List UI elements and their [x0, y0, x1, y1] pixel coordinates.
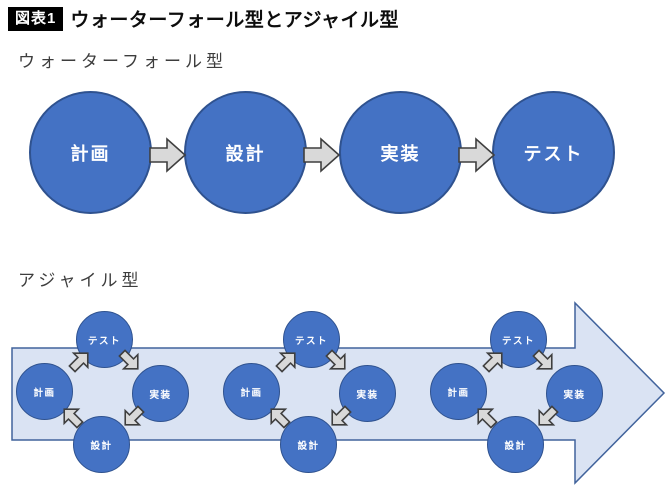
arrow-down-left-icon: [124, 405, 145, 426]
cycle-step-design: 設計: [73, 416, 130, 473]
arrow-right-icon: [303, 137, 341, 173]
waterfall-step-design: 設計: [184, 91, 307, 214]
arrow-up-left-icon: [63, 408, 84, 429]
agile-cycle-1: テスト 計画 実装 設計: [13, 300, 193, 480]
arrow-right-icon: [458, 137, 496, 173]
waterfall-step-test: テスト: [492, 91, 615, 214]
arrow-up-right-icon: [482, 352, 503, 373]
arrow-down-left-icon: [538, 405, 559, 426]
cycle-step-design: 設計: [280, 416, 337, 473]
arrow-up-left-icon: [477, 408, 498, 429]
agile-cycle-3: テスト 計画 実装 設計: [427, 300, 607, 480]
figure-header: 図表1 ウォーターフォール型とアジャイル型: [8, 5, 399, 32]
figure-number-badge: 図表1: [8, 6, 64, 31]
arrow-up-right-icon: [68, 352, 89, 373]
arrow-up-right-icon: [275, 352, 296, 373]
arrow-down-right-icon: [325, 349, 346, 370]
agile-cycle-2: テスト 計画 実装 設計: [220, 300, 400, 480]
waterfall-step-implement: 実装: [339, 91, 462, 214]
arrow-down-right-icon: [118, 349, 139, 370]
figure-title: ウォーターフォール型とアジャイル型: [70, 10, 399, 31]
cycle-step-design: 設計: [487, 416, 544, 473]
waterfall-step-plan: 計画: [29, 91, 152, 214]
arrow-down-left-icon: [331, 405, 352, 426]
arrow-down-right-icon: [532, 349, 553, 370]
agile-section-label: アジャイル型: [18, 271, 143, 290]
waterfall-section-label: ウォーターフォール型: [18, 52, 227, 71]
arrow-up-left-icon: [270, 408, 291, 429]
arrow-right-icon: [149, 137, 187, 173]
